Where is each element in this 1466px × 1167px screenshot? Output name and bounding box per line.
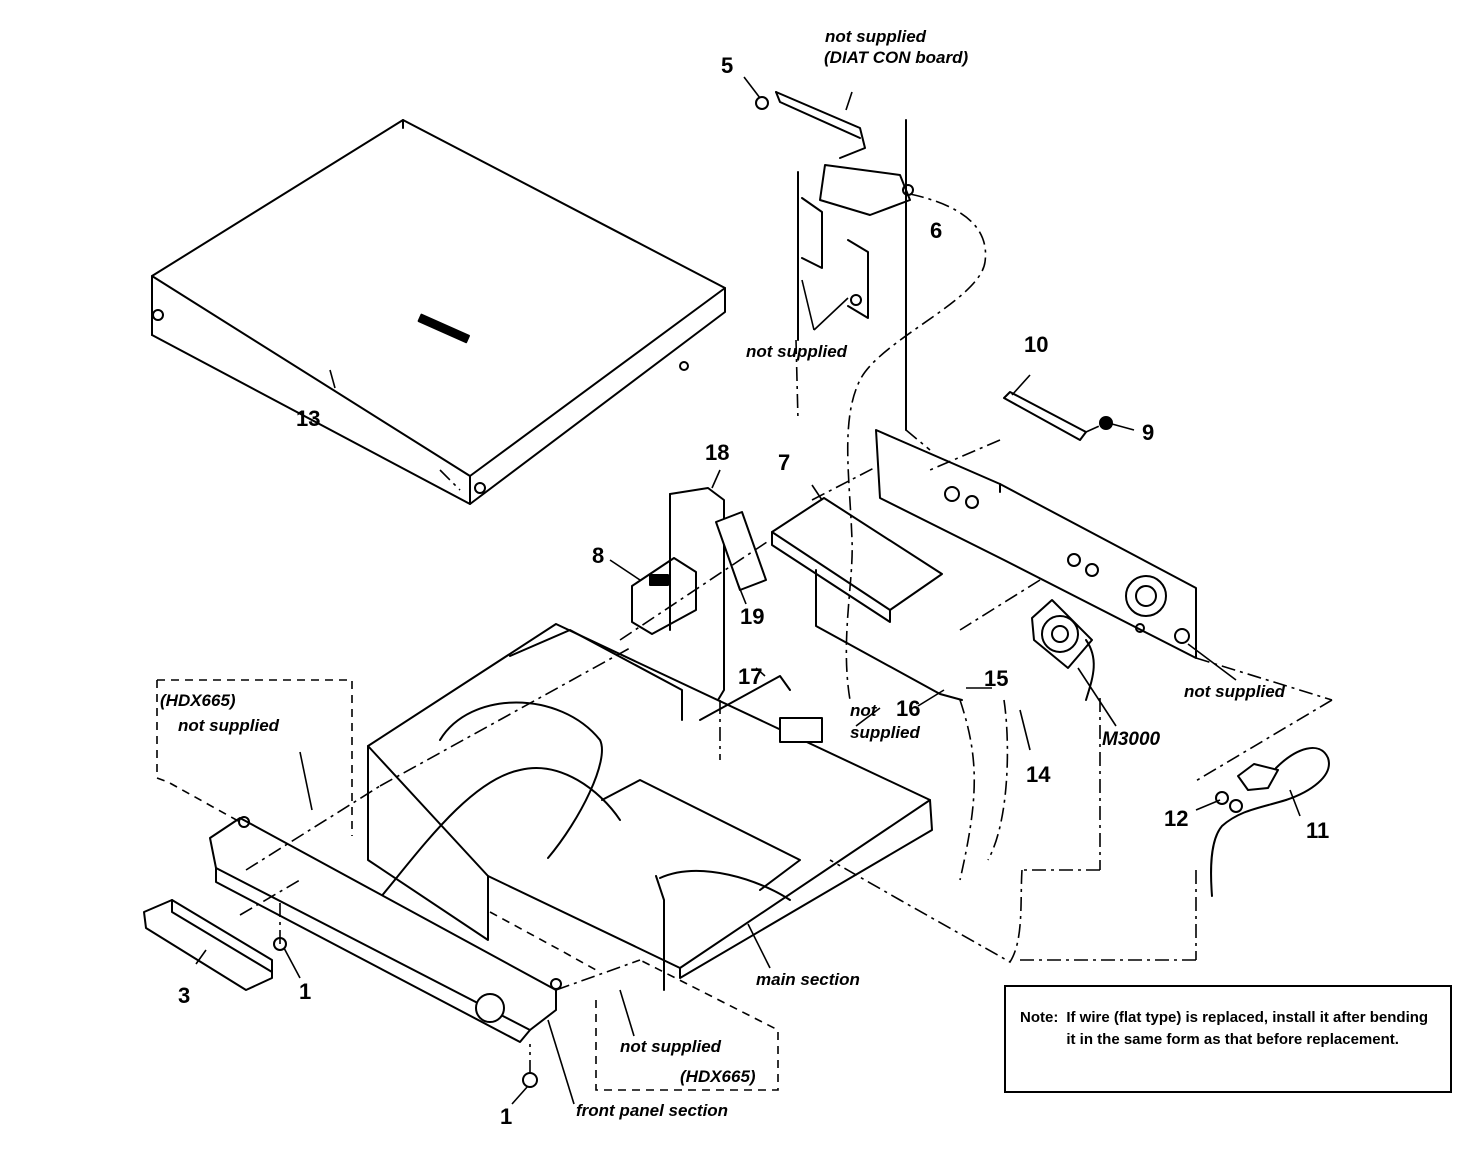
- label-front-panel-section: front panel section: [576, 1101, 729, 1120]
- fan-m3000: [1031, 599, 1095, 701]
- part-19: [715, 511, 767, 591]
- callout-18: 18: [705, 440, 730, 465]
- top-cover: [151, 119, 726, 505]
- screw-1-bottom: [522, 1072, 538, 1088]
- label-not-supplied-upper: not supplied: [746, 342, 848, 361]
- callout-1-left: 1: [299, 979, 312, 1004]
- callout-13: 13: [296, 406, 321, 431]
- callout-16: 16: [896, 696, 921, 721]
- hdx-option-box-left: [156, 680, 241, 823]
- note-key: Note:: [1020, 1009, 1059, 1026]
- main-chassis: [367, 623, 933, 991]
- callout-1-bottom: 1: [500, 1104, 513, 1129]
- callout-14: 14: [1026, 762, 1051, 787]
- callout-12: 12: [1164, 806, 1189, 831]
- bracket-10: [1003, 391, 1113, 441]
- label-not-center: not: [850, 701, 877, 720]
- label-not-supplied-top: not supplied: [825, 27, 927, 46]
- hdx-option-box-bottom: [595, 959, 779, 1091]
- callout-9: 9: [1142, 420, 1155, 445]
- callout-3: 3: [178, 983, 191, 1008]
- diat-con-bracket: [755, 91, 914, 431]
- label-hdx665-left: (HDX665): [160, 691, 236, 710]
- label-not-supplied-bottom: not supplied: [620, 1037, 722, 1056]
- label-supplied-center: supplied: [850, 723, 920, 742]
- callout-10: 10: [1024, 332, 1049, 357]
- callout-17: 17: [738, 664, 763, 689]
- front-bar-3: [143, 899, 273, 991]
- label-not-supplied-right: not supplied: [1184, 682, 1286, 701]
- note-text: If wire (flat type) is replaced, install…: [1066, 1009, 1429, 1048]
- power-cord: [1210, 747, 1330, 897]
- part-8: [631, 557, 697, 635]
- label-diat-con-board: (DIAT CON board): [824, 48, 969, 67]
- callout-5: 5: [721, 53, 734, 78]
- callout-6: 6: [930, 218, 943, 243]
- board-7: [771, 497, 963, 701]
- callout-m3000: M3000: [1102, 729, 1161, 750]
- note-box: Note: If wire (flat type) is replaced, i…: [1004, 985, 1452, 1093]
- callout-11: 11: [1306, 818, 1330, 843]
- callout-8: 8: [592, 543, 605, 568]
- callout-19: 19: [740, 604, 765, 629]
- label-hdx665-bottom: (HDX665): [680, 1067, 756, 1086]
- front-panel: [209, 816, 562, 1043]
- label-main-section: main section: [756, 970, 860, 989]
- callout-15: 15: [984, 666, 1009, 691]
- label-not-supplied-left: not supplied: [178, 716, 280, 735]
- callout-7: 7: [778, 450, 791, 475]
